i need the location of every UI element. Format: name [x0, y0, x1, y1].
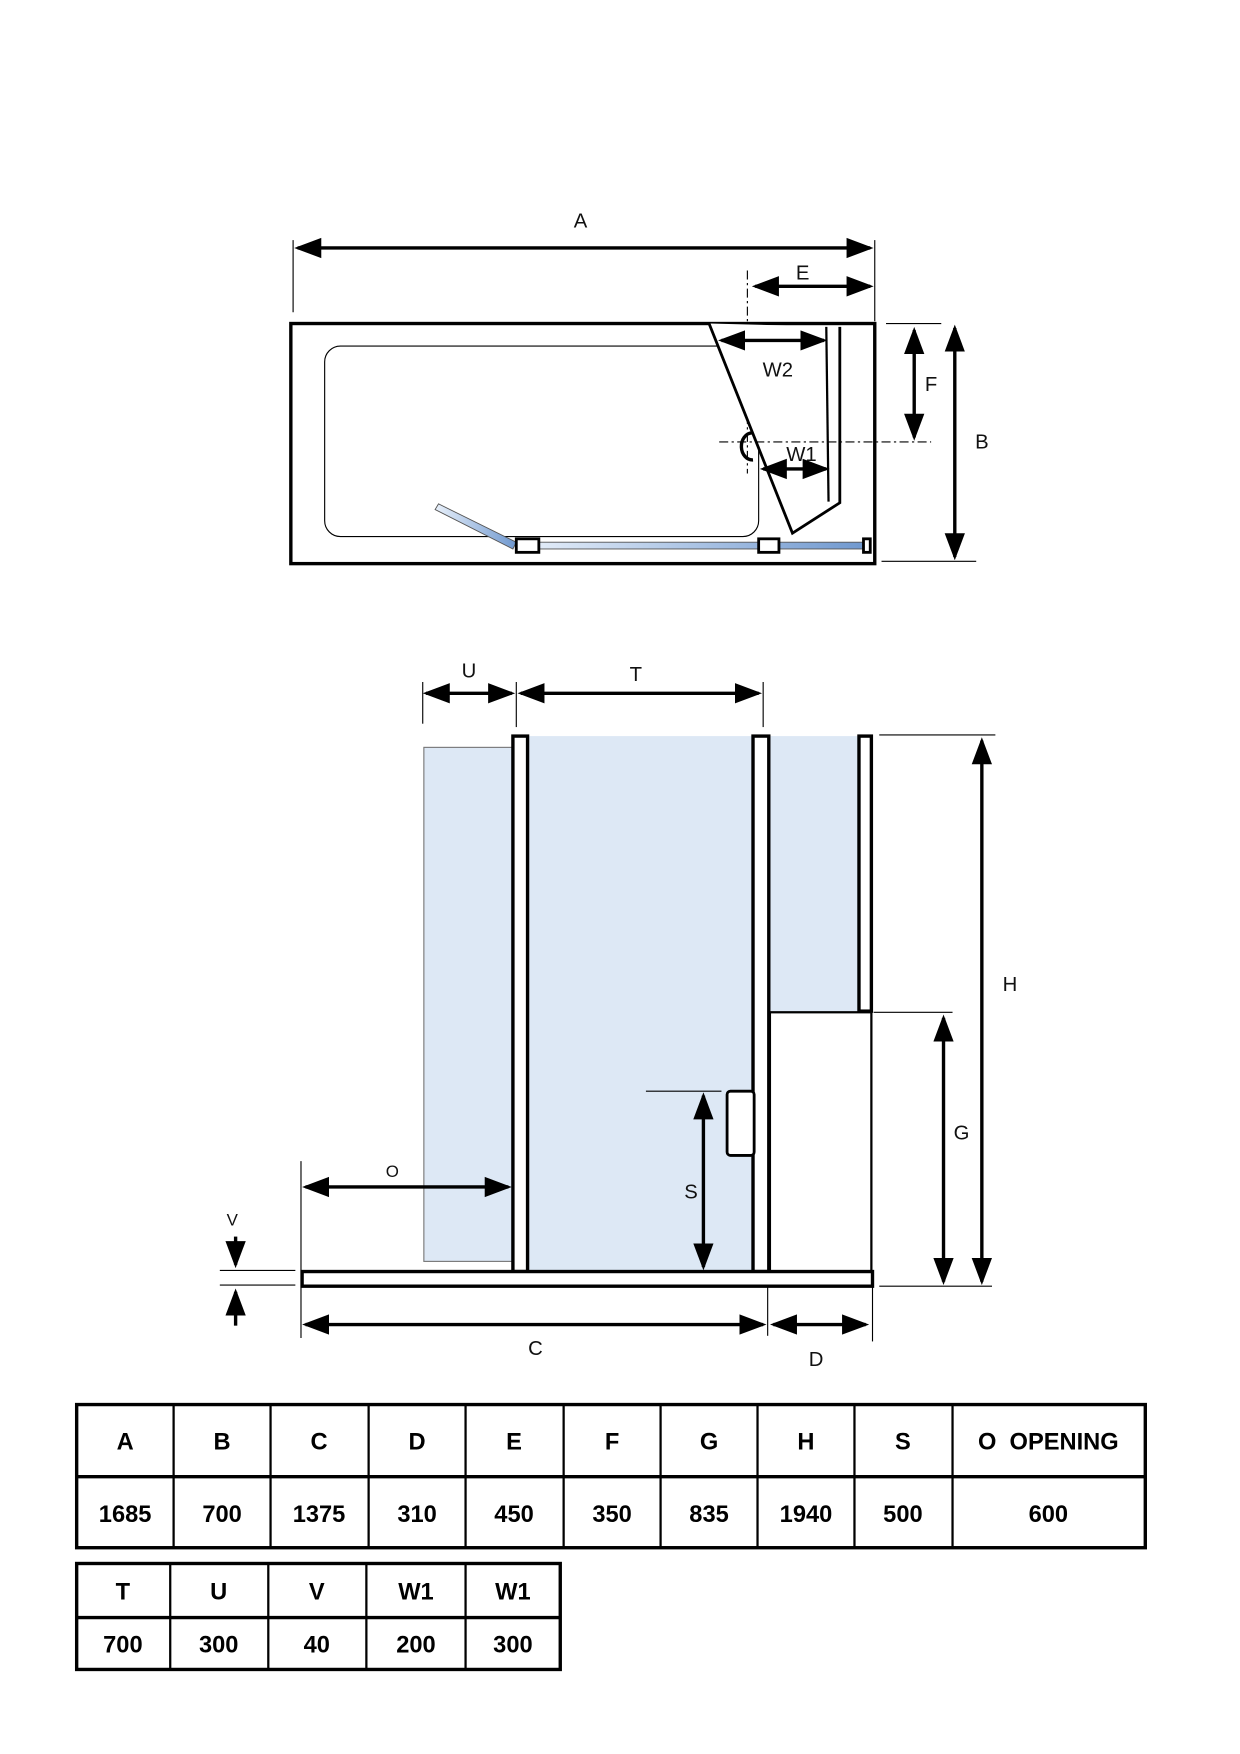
table1-header: C — [310, 1430, 327, 1456]
bath-rim — [300, 1269, 875, 1288]
label-g: G — [954, 1123, 970, 1145]
elevation-view: U T H G S O V C D — [219, 660, 1018, 1371]
label-o: O — [386, 1162, 399, 1181]
table2-header: T — [116, 1580, 131, 1606]
door-handle — [725, 1089, 756, 1157]
table2-value: 40 — [304, 1633, 330, 1659]
table1-value: 600 — [1029, 1502, 1068, 1528]
label-f: F — [925, 374, 937, 396]
table1-value: 700 — [202, 1502, 241, 1528]
table1-value: 835 — [689, 1502, 728, 1528]
label-d: D — [809, 1349, 824, 1371]
label-e: E — [796, 263, 810, 285]
table2-value: 700 — [103, 1633, 142, 1659]
table1-value: 350 — [592, 1502, 631, 1528]
handle-icon — [739, 431, 754, 462]
table1-header: E — [506, 1430, 522, 1456]
table1-header: D — [409, 1430, 426, 1456]
post-right — [857, 734, 874, 1013]
table1-header: S — [895, 1430, 911, 1456]
table1-header: O OPENING — [978, 1430, 1119, 1456]
label-v: V — [227, 1210, 239, 1229]
table1-header: F — [605, 1430, 619, 1456]
table1-value: 500 — [883, 1502, 922, 1528]
sliding-glass-track — [518, 541, 869, 550]
table2-header: W1 — [495, 1580, 530, 1606]
label-c: C — [528, 1338, 543, 1360]
label-h: H — [1003, 974, 1018, 996]
table1-value: 1940 — [780, 1502, 833, 1528]
table1-value: 1685 — [99, 1502, 152, 1528]
table1-header: H — [797, 1430, 814, 1456]
table1-header: A — [117, 1430, 134, 1456]
table2-header: W1 — [398, 1580, 433, 1606]
label-b: B — [975, 432, 989, 454]
label-t: T — [630, 664, 642, 686]
dimensions-table-1: A B C D E F G H S O OPENING 1685 700 137… — [74, 1402, 1147, 1550]
label-u: U — [462, 660, 477, 682]
dimensions-table-2: T U V W1 W1 700 300 40 200 300 — [74, 1561, 562, 1672]
table1-value: 450 — [494, 1502, 533, 1528]
table2-value: 300 — [199, 1633, 238, 1659]
upper-side-glass — [769, 736, 859, 1013]
plan-view: A E W2 W1 F B — [289, 211, 989, 566]
table1-value: 310 — [397, 1502, 436, 1528]
label-w2: W2 — [763, 360, 793, 382]
table2-header: U — [210, 1580, 227, 1606]
table1-header: B — [214, 1430, 231, 1456]
table2-header: V — [309, 1580, 325, 1606]
hinged-door-panel — [707, 322, 842, 536]
label-a: A — [574, 211, 588, 233]
label-w1: W1 — [786, 444, 816, 466]
table2-value: 300 — [493, 1633, 532, 1659]
fixed-panel-glass — [527, 736, 754, 1272]
table2-value: 200 — [396, 1633, 435, 1659]
table1-header: G — [700, 1430, 718, 1456]
fold-panel-glass — [423, 746, 514, 1262]
lower-end-panel — [768, 1011, 873, 1273]
post-left — [511, 734, 530, 1274]
label-s: S — [684, 1181, 698, 1203]
table1-value: 1375 — [293, 1502, 346, 1528]
post-middle — [751, 734, 771, 1274]
